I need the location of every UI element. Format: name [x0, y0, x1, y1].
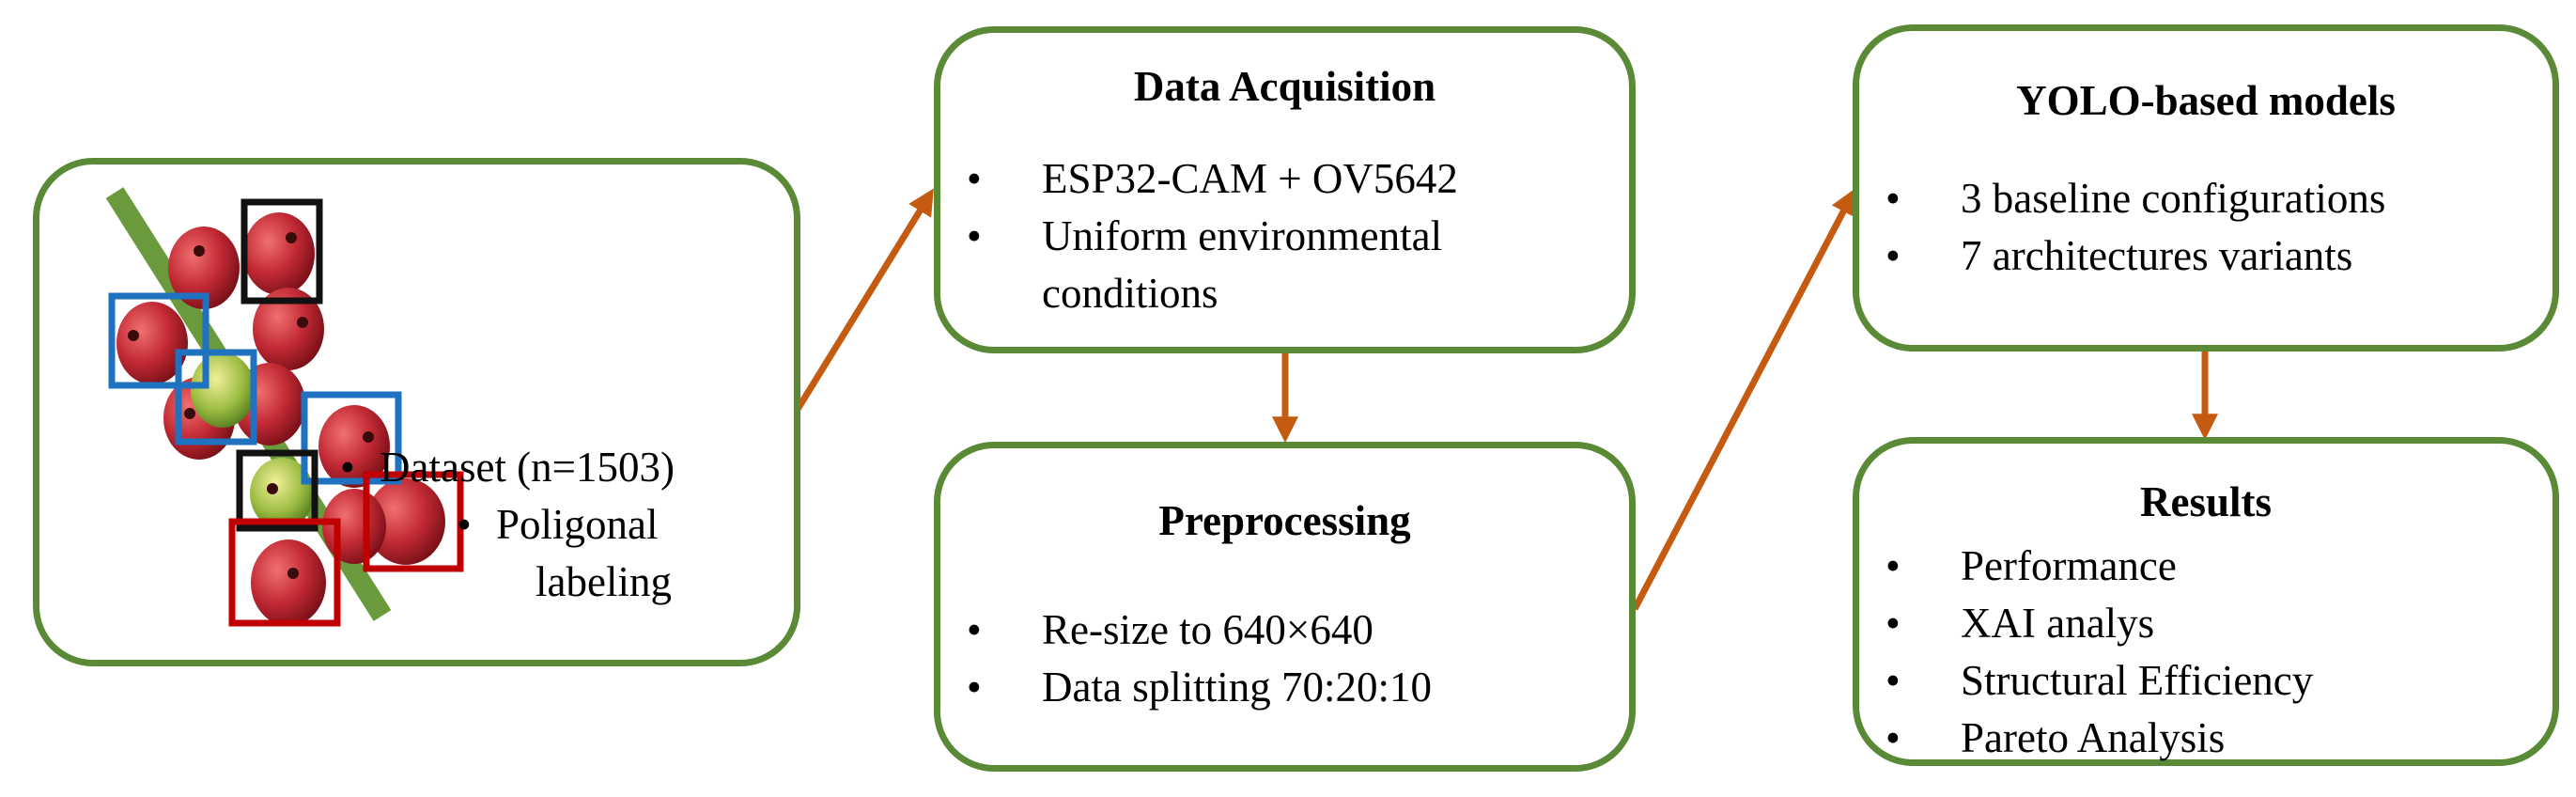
berry-tip	[286, 232, 297, 243]
bbox-red	[228, 518, 341, 627]
data-acquisition-list: ESP32-CAM + OV5642 Uniform environmental…	[967, 150, 1458, 322]
berry	[253, 288, 324, 370]
bbox-blue	[108, 292, 209, 389]
berry-tip	[267, 483, 278, 494]
data-acquisition-box: Data Acquisition ESP32-CAM + OV5642 Unif…	[934, 26, 1636, 353]
list-item: conditions	[1042, 270, 1218, 317]
coffee-cherry-illustration	[105, 187, 464, 627]
list-item: 7 architectures variants	[1885, 227, 2385, 285]
results-list: Performance XAI analys Structural Effici…	[1885, 538, 2313, 767]
berry-tip	[297, 317, 308, 328]
yolo-models-list: 3 baseline configurations 7 architecture…	[1885, 170, 2385, 285]
arrow-dataset-to-acquisition	[794, 188, 934, 413]
berry-tip	[194, 245, 205, 257]
berry-tip	[287, 568, 299, 579]
bbox-blue	[301, 391, 402, 485]
berry	[191, 352, 255, 428]
list-item: Uniform environmental	[967, 208, 1458, 265]
berry-tip	[363, 431, 374, 443]
list-item: Structural Efficiency	[1885, 652, 2313, 710]
berry-tip	[128, 330, 139, 341]
bbox-blue	[175, 349, 257, 445]
list-item: Re-size to 640×640	[967, 602, 1432, 659]
list-item: ESP32-CAM + OV5642	[967, 150, 1458, 208]
results-box: Results Performance XAI analys Structura…	[1853, 437, 2559, 767]
berry	[243, 212, 315, 295]
berry-tip	[184, 408, 195, 419]
bbox-black	[241, 198, 323, 305]
dataset-item-list: •Dataset (n=1503) •Poligonal labeling	[340, 439, 675, 611]
preprocessing-title: Preprocessing	[1158, 497, 1411, 544]
berry	[318, 405, 390, 488]
berry	[116, 302, 188, 384]
list-item: XAI analys	[1885, 595, 2313, 652]
preprocessing-box: Preprocessing Re-size to 640×640 Data sp…	[934, 442, 1636, 772]
yolo-models-title: YOLO-based models	[2016, 77, 2396, 124]
bbox-black	[236, 449, 318, 532]
list-item: Pareto Analysis	[1885, 710, 2313, 767]
berry	[250, 458, 314, 529]
list-item: Performance	[1885, 538, 2313, 595]
list-item: 3 baseline configurations	[1885, 170, 2385, 227]
bbox-red	[363, 471, 464, 572]
data-acquisition-title: Data Acquisition	[1133, 63, 1436, 110]
berry	[322, 489, 386, 564]
dataset-item-count: •Dataset (n=1503)	[340, 444, 675, 491]
dataset-panel: •Dataset (n=1503) •Poligonal labeling	[33, 158, 800, 666]
berry	[251, 539, 326, 626]
dataset-item-labeling-cont: labeling	[535, 558, 672, 605]
results-title: Results	[2139, 478, 2272, 525]
berry	[366, 478, 445, 565]
berry	[168, 227, 240, 309]
dataset-item-labeling: •Poligonal	[457, 501, 659, 548]
arrow-preprocessing-to-yolo	[1631, 188, 1856, 611]
preprocessing-list: Re-size to 640×640 Data splitting 70:20:…	[967, 602, 1432, 716]
bounding-boxes	[108, 198, 464, 627]
yolo-models-box: YOLO-based models 3 baseline configurati…	[1853, 24, 2559, 352]
list-item: Data splitting 70:20:10	[967, 659, 1432, 716]
